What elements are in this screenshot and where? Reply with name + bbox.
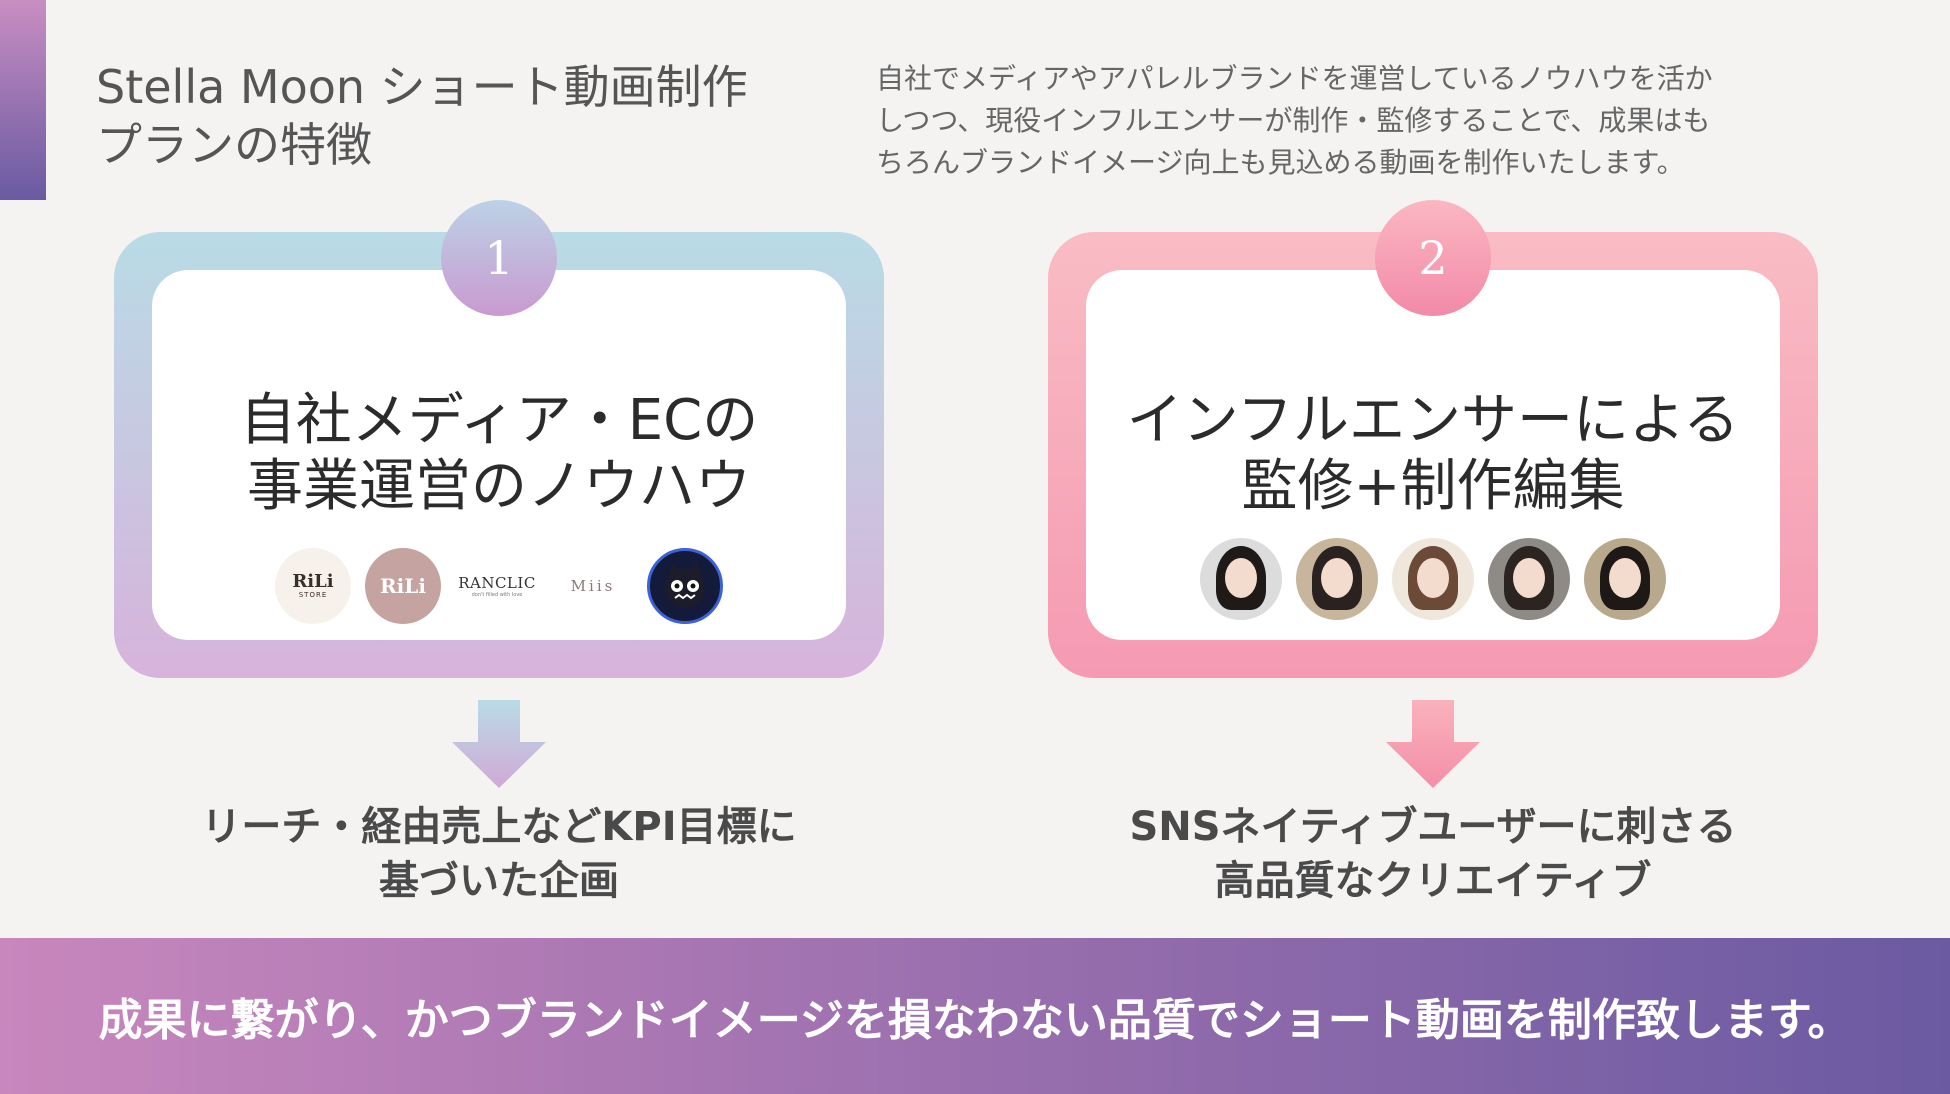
ranclic-logo: RANCLIC don't filled with love [455,548,539,624]
feature-card-1-body: 自社メディア・ECの 事業運営のノウハウ RiLi STORE RiLi RAN… [152,270,846,640]
feature-card-2-body: インフルエンサーによる 監修+制作編集 [1086,270,1780,640]
ranclic-logo-name: RANCLIC [458,574,536,592]
influencer-avatar-3 [1392,538,1474,620]
summary-banner-text: 成果に繋がり、かつブランドイメージを損なわない品質でショート動画を制作致します。 [98,995,1852,1046]
influencer-avatar-5 [1584,538,1666,620]
feature-card-1-heading-line-2: 事業運営のノウハウ [247,454,751,519]
summary-banner: 成果に繋がり、かつブランドイメージを損なわない品質でショート動画を制作致します。 [0,938,1950,1094]
feature-card-2-heading-line-1: インフルエンサーによる [1126,388,1740,453]
cat-face-icon [665,562,705,608]
influencer-avatar-4 [1488,538,1570,620]
intro-line-2: しつつ、現役インフルエンサーが制作・監修することで、成果はも [876,104,1711,137]
intro-line-3: ちろんブランドイメージ向上も見込める動画を制作いたします。 [876,146,1685,179]
intro-text: 自社でメディアやアパレルブランドを運営しているノウハウを活か しつつ、現役インフ… [876,58,1876,184]
outcome-2-line-1: SNSネイティブユーザーに刺さる [1129,804,1737,850]
miis-logo: Miis [553,548,633,624]
accent-bar [0,0,46,200]
outcome-1-line-2: 基づいた企画 [379,858,619,904]
down-arrow-icon-1 [452,700,546,788]
down-arrow-icon-2 [1386,700,1480,788]
feature-number-badge-1: 1 [441,200,557,316]
rili-logo: RiLi [365,548,441,624]
outcome-1-line-1: リーチ・経由売上などKPI目標に [201,804,797,850]
page-title-line-2: プランの特徴 [96,118,372,172]
influencer-avatar-1 [1200,538,1282,620]
page-title-line-1: Stella Moon ショート動画制作 [96,60,748,114]
rili-store-logo-sub: STORE [298,591,328,599]
rili-store-logo: RiLi STORE [275,548,351,624]
outcome-2-line-2: 高品質なクリエイティブ [1214,858,1652,904]
feature-card-2-heading-line-2: 監修+制作編集 [1241,454,1625,519]
intro-line-1: 自社でメディアやアパレルブランドを運営しているノウハウを活か [876,62,1713,95]
feature-card-2-heading: インフルエンサーによる 監修+制作編集 [1086,388,1780,520]
brand-logo-row: RiLi STORE RiLi RANCLIC don't filled wit… [152,548,846,624]
cat-mascot-logo [647,548,723,624]
influencer-avatar-2 [1296,538,1378,620]
feature-card-1-heading: 自社メディア・ECの 事業運営のノウハウ [152,388,846,520]
outcome-1: リーチ・経由売上などKPI目標に 基づいた企画 [99,800,899,908]
feature-number-badge-2: 2 [1375,200,1491,316]
rili-logo-name: RiLi [380,574,426,598]
page-title: Stella Moon ショート動画制作 プランの特徴 [96,58,816,174]
rili-store-logo-name: RiLi [292,571,334,592]
miis-logo-name: Miis [570,577,616,595]
outcome-2: SNSネイティブユーザーに刺さる 高品質なクリエイティブ [1033,800,1833,908]
feature-card-1-heading-line-1: 自社メディア・ECの [239,388,759,453]
feature-card-2: インフルエンサーによる 監修+制作編集 [1048,232,1818,678]
ranclic-logo-sub: don't filled with love [471,592,523,598]
influencer-avatar-row [1086,538,1780,620]
